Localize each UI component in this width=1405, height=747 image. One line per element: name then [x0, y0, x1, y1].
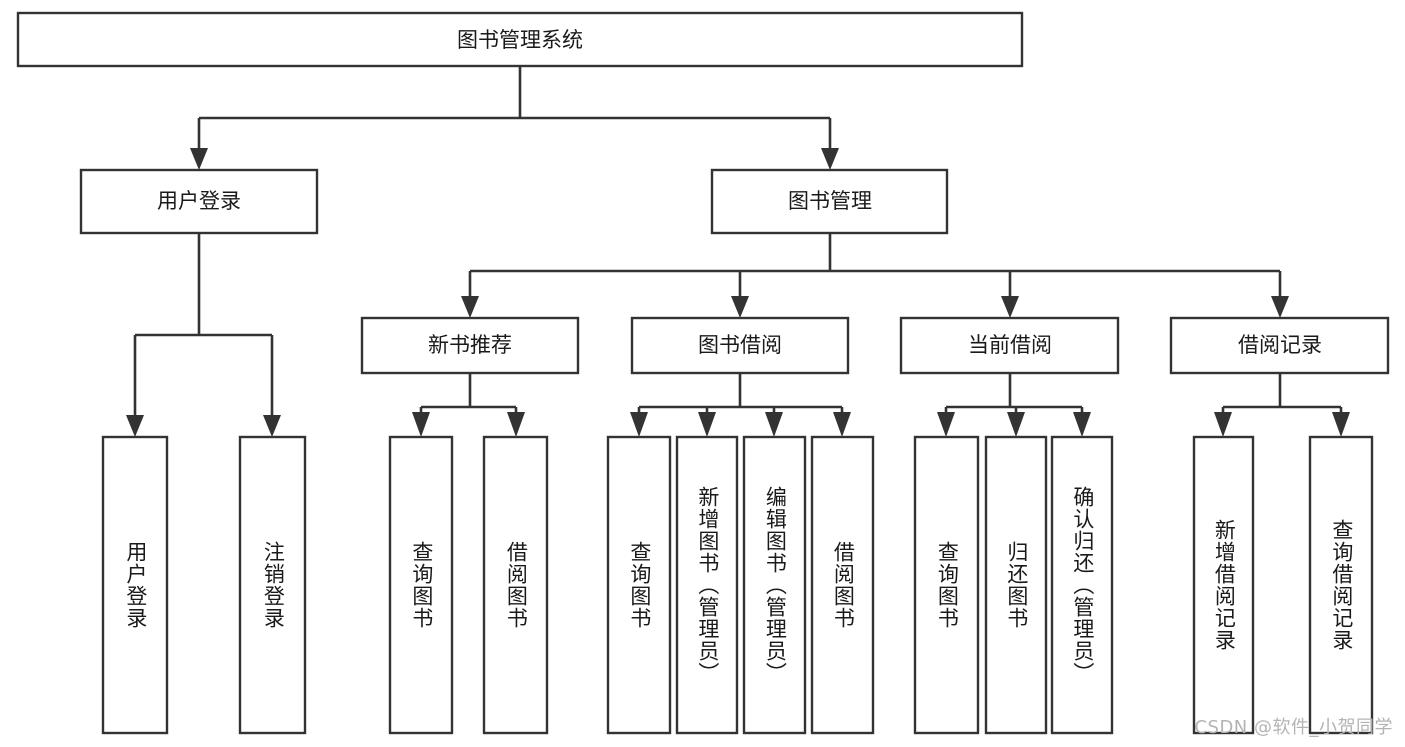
arrow-to-borrow-record [1271, 296, 1289, 318]
node-layer: 图书管理系统 用户登录 图书管理 新书推荐 图书借阅 当前借阅 借阅记录 [16, 11, 1390, 735]
arrow-leaf-logout [263, 415, 281, 437]
arrow-leaf-query-book-3 [937, 412, 955, 437]
arrow-leaf-borrow-book-2 [833, 412, 851, 437]
leaf-box-return-book[interactable] [984, 435, 1048, 735]
leaf-box-borrow-book-2[interactable] [810, 435, 875, 735]
arrow-leaf-confirm-return [1073, 412, 1091, 437]
arrow-leaf-user-login [126, 415, 144, 437]
arrow-leaf-add-book [698, 412, 716, 437]
node-current-borrow-label: 当前借阅 [968, 333, 1052, 357]
node-root-label: 图书管理系统 [457, 28, 583, 52]
arrow-leaf-return-book [1007, 412, 1025, 437]
arrow-leaf-add-record [1214, 412, 1232, 437]
leaf-box-borrow-book-1[interactable] [482, 435, 549, 735]
arrow-to-book-mgmt [821, 148, 839, 170]
node-user-login-label: 用户登录 [157, 189, 241, 213]
leaf-box-logout[interactable] [238, 435, 307, 735]
leaf-box-query-record[interactable] [1308, 435, 1374, 735]
arrow-to-current-borrow [1001, 296, 1019, 318]
node-new-book-box[interactable] [360, 316, 580, 375]
arrow-leaf-query-record [1332, 412, 1350, 437]
leaf-box-query-book-2[interactable] [606, 435, 672, 735]
arrow-leaf-edit-book [765, 412, 783, 437]
arrow-to-borrow [731, 296, 749, 318]
node-book-mgmt-label: 图书管理 [788, 189, 872, 213]
node-borrow-label: 图书借阅 [698, 333, 782, 357]
leaf-box-query-book-3[interactable] [913, 435, 980, 735]
node-borrow-record-label: 借阅记录 [1238, 333, 1322, 357]
csdn-watermark: CSDN @软件_小贺同学 [1194, 717, 1393, 738]
node-borrow-box[interactable] [630, 316, 850, 375]
arrow-to-new-book [461, 296, 479, 318]
node-book-mgmt-box[interactable] [710, 168, 949, 235]
leaf-box-query-book-1[interactable] [388, 435, 454, 735]
leaf-box-edit-book[interactable] [742, 435, 807, 735]
leaf-box-add-record[interactable] [1192, 435, 1255, 735]
arrow-leaf-query-book-2 [630, 412, 648, 437]
node-current-borrow-box[interactable] [899, 316, 1120, 375]
node-root-box[interactable] [16, 11, 1024, 68]
node-user-login-box[interactable] [79, 168, 319, 235]
connector-layer [126, 66, 1350, 437]
node-new-book-label: 新书推荐 [428, 333, 512, 357]
arrow-to-user-login [190, 148, 208, 170]
node-borrow-record-box[interactable] [1169, 316, 1390, 375]
arrow-leaf-query-book-1 [412, 412, 430, 437]
arrow-leaf-borrow-book-1 [507, 412, 525, 437]
leaf-box-add-book[interactable] [675, 435, 739, 735]
leaf-box-confirm-return[interactable] [1050, 435, 1114, 735]
leaf-box-user-login[interactable] [101, 435, 169, 735]
